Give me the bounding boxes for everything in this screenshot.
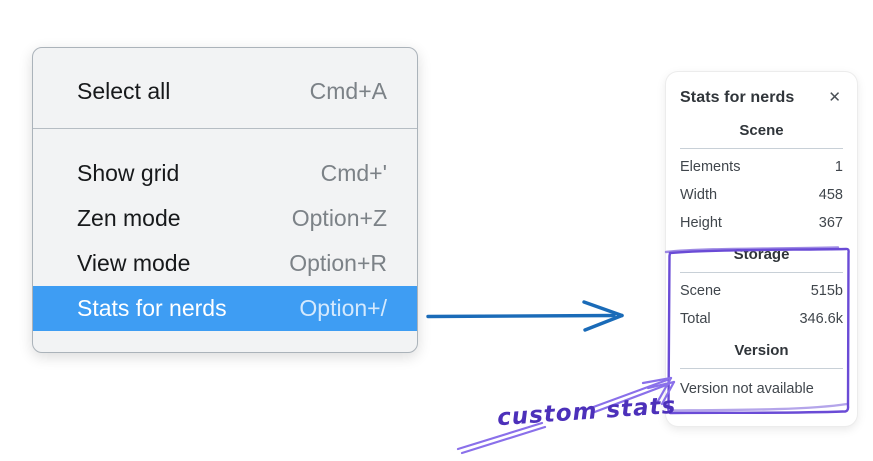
stat-row-elements: Elements 1 [678, 153, 845, 181]
stats-panel-header: Stats for nerds ✕ [678, 89, 845, 107]
storage-heading: Storage [733, 246, 790, 263]
stat-row-total-storage: Total 346.6k [678, 305, 845, 333]
menu-item-shortcut: Cmd+' [320, 160, 387, 186]
stat-label: Width [680, 187, 718, 203]
stat-row-width: Width 458 [678, 181, 845, 209]
stat-label: Scene [680, 283, 722, 299]
menu-item-label: Zen mode [77, 205, 181, 231]
scene-section: Scene Elements 1 Width 458 Height 367 [678, 122, 845, 237]
menu-item-label: Select all [77, 78, 171, 104]
section-divider [680, 368, 843, 369]
stat-value: 346.6k [799, 311, 843, 327]
right-arrow-icon [426, 300, 624, 332]
menu-item-shortcut: Cmd+A [309, 78, 387, 104]
stat-label: Elements [680, 159, 741, 175]
section-divider [680, 272, 843, 273]
menu-item-shortcut: Option+Z [291, 205, 387, 231]
menu-item-show-grid[interactable]: Show grid Cmd+' [33, 151, 417, 196]
menu-item-label: Show grid [77, 160, 180, 186]
menu-item-shortcut: Option+/ [299, 295, 387, 321]
storage-section: Storage Scene 515b Total 346.6k [678, 246, 845, 333]
stat-row-scene-storage: Scene 515b [678, 277, 845, 305]
section-divider [680, 148, 843, 149]
context-menu: Select all Cmd+A Show grid Cmd+' Zen mod… [32, 47, 418, 353]
close-icon[interactable]: ✕ [828, 88, 841, 106]
version-section: Version Version not available [678, 342, 845, 403]
menu-item-stats-for-nerds[interactable]: Stats for nerds Option+/ [33, 286, 417, 331]
menu-item-select-all[interactable]: Select all Cmd+A [33, 69, 417, 114]
stat-value: 458 [818, 187, 843, 203]
menu-item-label: Stats for nerds [77, 295, 227, 321]
stat-row-height: Height 367 [678, 209, 845, 237]
menu-item-view-mode[interactable]: View mode Option+R [33, 241, 417, 286]
scene-heading: Scene [739, 122, 784, 139]
version-message: Version not available [680, 381, 814, 397]
stat-label: Height [680, 215, 722, 231]
stats-panel: Stats for nerds ✕ Scene Elements 1 Width… [666, 72, 857, 426]
stat-value: 1 [834, 159, 843, 175]
menu-item-label: View mode [77, 250, 191, 276]
stat-value: 515b [810, 283, 843, 299]
stats-panel-title: Stats for nerds [680, 89, 795, 106]
stat-value: 367 [818, 215, 843, 231]
menu-item-shortcut: Option+R [289, 250, 387, 276]
menu-item-zen-mode[interactable]: Zen mode Option+Z [33, 196, 417, 241]
version-heading: Version [734, 342, 789, 359]
annotation-text: custom stats [496, 392, 678, 432]
menu-separator [33, 128, 417, 129]
stat-label: Total [680, 311, 711, 327]
